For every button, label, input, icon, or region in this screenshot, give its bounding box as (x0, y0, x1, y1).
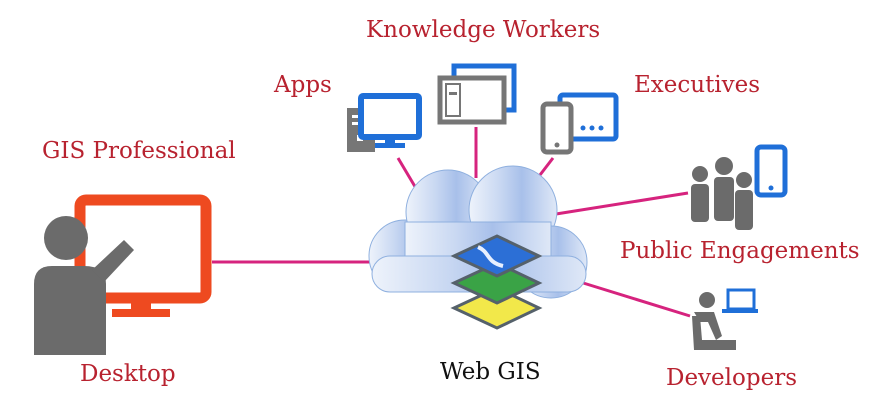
label-developers: Developers (666, 365, 797, 391)
cloud-with-map-layers-icon (368, 165, 588, 330)
label-web-gis: Web GIS (440, 359, 541, 385)
label-desktop: Desktop (80, 361, 176, 387)
label-gis-professional: GIS Professional (42, 138, 236, 164)
server-and-monitor-icon (347, 93, 422, 152)
connectors (212, 127, 691, 318)
connector-public-engagements (555, 191, 689, 216)
group-with-phone-icon (691, 144, 788, 230)
label-executives: Executives (634, 72, 761, 98)
label-knowledge-workers: Knowledge Workers (366, 17, 601, 43)
tablet-windows-icon (437, 63, 517, 125)
label-apps: Apps (274, 72, 332, 98)
phone-and-tablet-icon (540, 92, 619, 155)
label-public-engagements: Public Engagements (620, 238, 860, 264)
person-at-desktop-monitor-icon (34, 194, 212, 355)
person-at-laptop-icon (692, 288, 758, 350)
connector-developers (579, 280, 691, 318)
